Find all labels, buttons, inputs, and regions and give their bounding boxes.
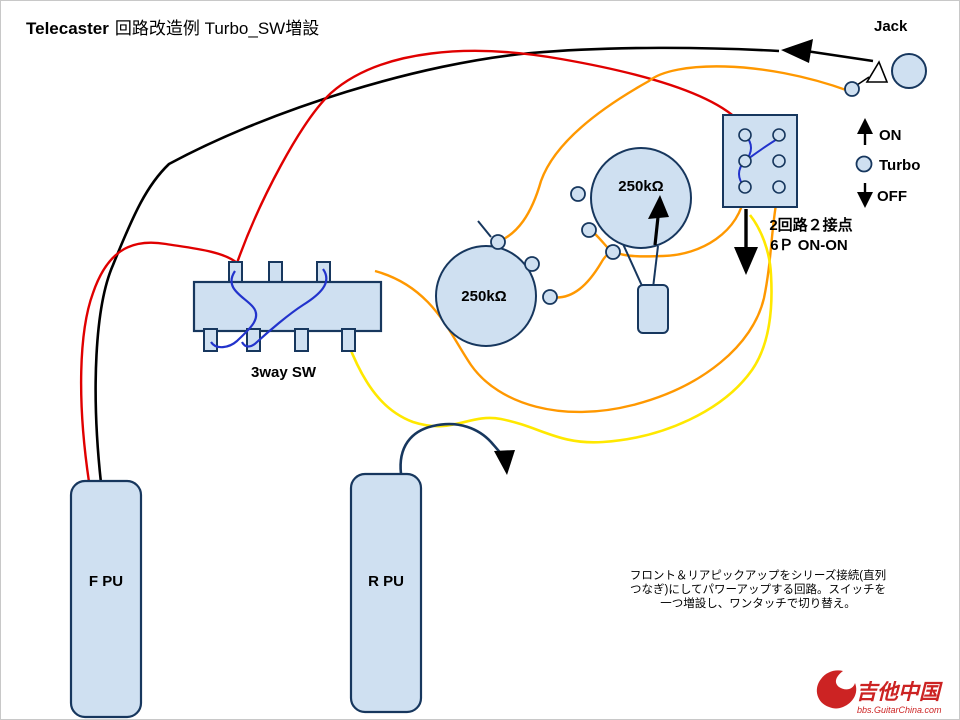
selector-jumper-blue-1 [210,270,258,349]
jack-ground-lead [805,49,874,63]
pot-right-terminal [605,244,621,260]
pickup-rear-label: R PU [368,573,404,590]
pot-right-arrow-shaft [653,216,660,246]
jack-lug-lead [856,76,870,86]
selector-lug-bottom [203,328,218,352]
turbo-switch-body [722,114,798,208]
pot-right-body [590,147,692,249]
selector-jumper-blue-2 [241,268,328,348]
switch-desc-line1: 2回路２接点 [769,216,852,234]
pickup-rear-body [349,472,423,714]
watermark-name: 吉他中国 [856,680,943,704]
arrow-down-rear-pickup-icon [494,450,515,475]
page-title-ja: 回路改造例 Turbo_SW増設 [115,19,319,38]
pot-left-terminal [490,234,506,250]
pot-right-label: 250kΩ [618,178,663,195]
watermark-dragon-icon [816,670,857,709]
note-line-1: フロント＆リアピックアップをシリーズ接続(直列 [630,568,886,582]
switch-terminal [738,154,752,168]
wire-yellow [346,214,773,444]
wire-black-ground [94,46,780,484]
pot-left-terminal [524,256,540,272]
pot-left-label: 250kΩ [461,288,506,305]
page-title-en: Telecaster [26,19,109,38]
selector-body [192,280,383,333]
wire-orange-jack-to-pot [499,65,850,243]
wire-orange-pot-link [549,251,614,299]
switch-terminal [772,128,786,142]
selector-lug-top [268,261,283,285]
pickup-front-body [69,479,143,719]
note-line-3: 一つ増設し、ワンタッチで切り替え。 [660,596,856,610]
jack-tip-triangle [865,60,889,83]
selector-lug-bottom [341,328,356,352]
arrow-up-on-icon [857,118,873,134]
switch-terminal [738,128,752,142]
pot-right-terminal [570,186,586,202]
jack-body [891,53,927,89]
cap-lead-2 [652,245,659,289]
arrow-up-pot-icon [648,195,669,219]
jack-label: Jack [874,18,908,35]
pot-left-terminal [542,289,558,305]
toggle-on-label: ON [879,127,902,144]
toggle-off-label: OFF [877,188,907,205]
switch-terminal [772,180,786,194]
watermark-site: bbs.GuitarChina.com [857,705,942,715]
arrow-left-jack-icon [781,39,813,63]
jack-lug [844,81,860,97]
selector-lug-top [316,261,331,285]
selector-label: 3way SW [251,364,317,381]
wire-red-front-pickup [79,241,238,483]
pot-right-terminal [581,222,597,238]
capacitor-body [637,284,669,334]
pot-left-stub [477,220,492,238]
arrow-down-switch-icon [734,247,758,275]
wire-navy-rear-pickup [399,422,506,475]
arrow-down-off-icon [857,192,873,208]
toggle-lever [855,155,873,173]
wire-orange-switch-to-pot [590,192,747,258]
cap-lead-1 [622,243,644,289]
pickup-front-label: F PU [89,573,123,590]
page-title: Telecaster 回路改造例 Turbo_SW増設 [26,19,319,38]
pot-left-body [435,245,537,347]
switch-terminal [772,154,786,168]
selector-lug-bottom [294,328,309,352]
wire-red-to-switch [235,49,740,264]
switch-terminal [738,180,752,194]
note-line-2: つなぎ)にしてパワーアップする回路。スイッチを [630,582,886,596]
toggle-turbo-label: Turbo [879,157,920,174]
switch-desc-line2: 6Ｐ ON-ON [770,237,848,254]
